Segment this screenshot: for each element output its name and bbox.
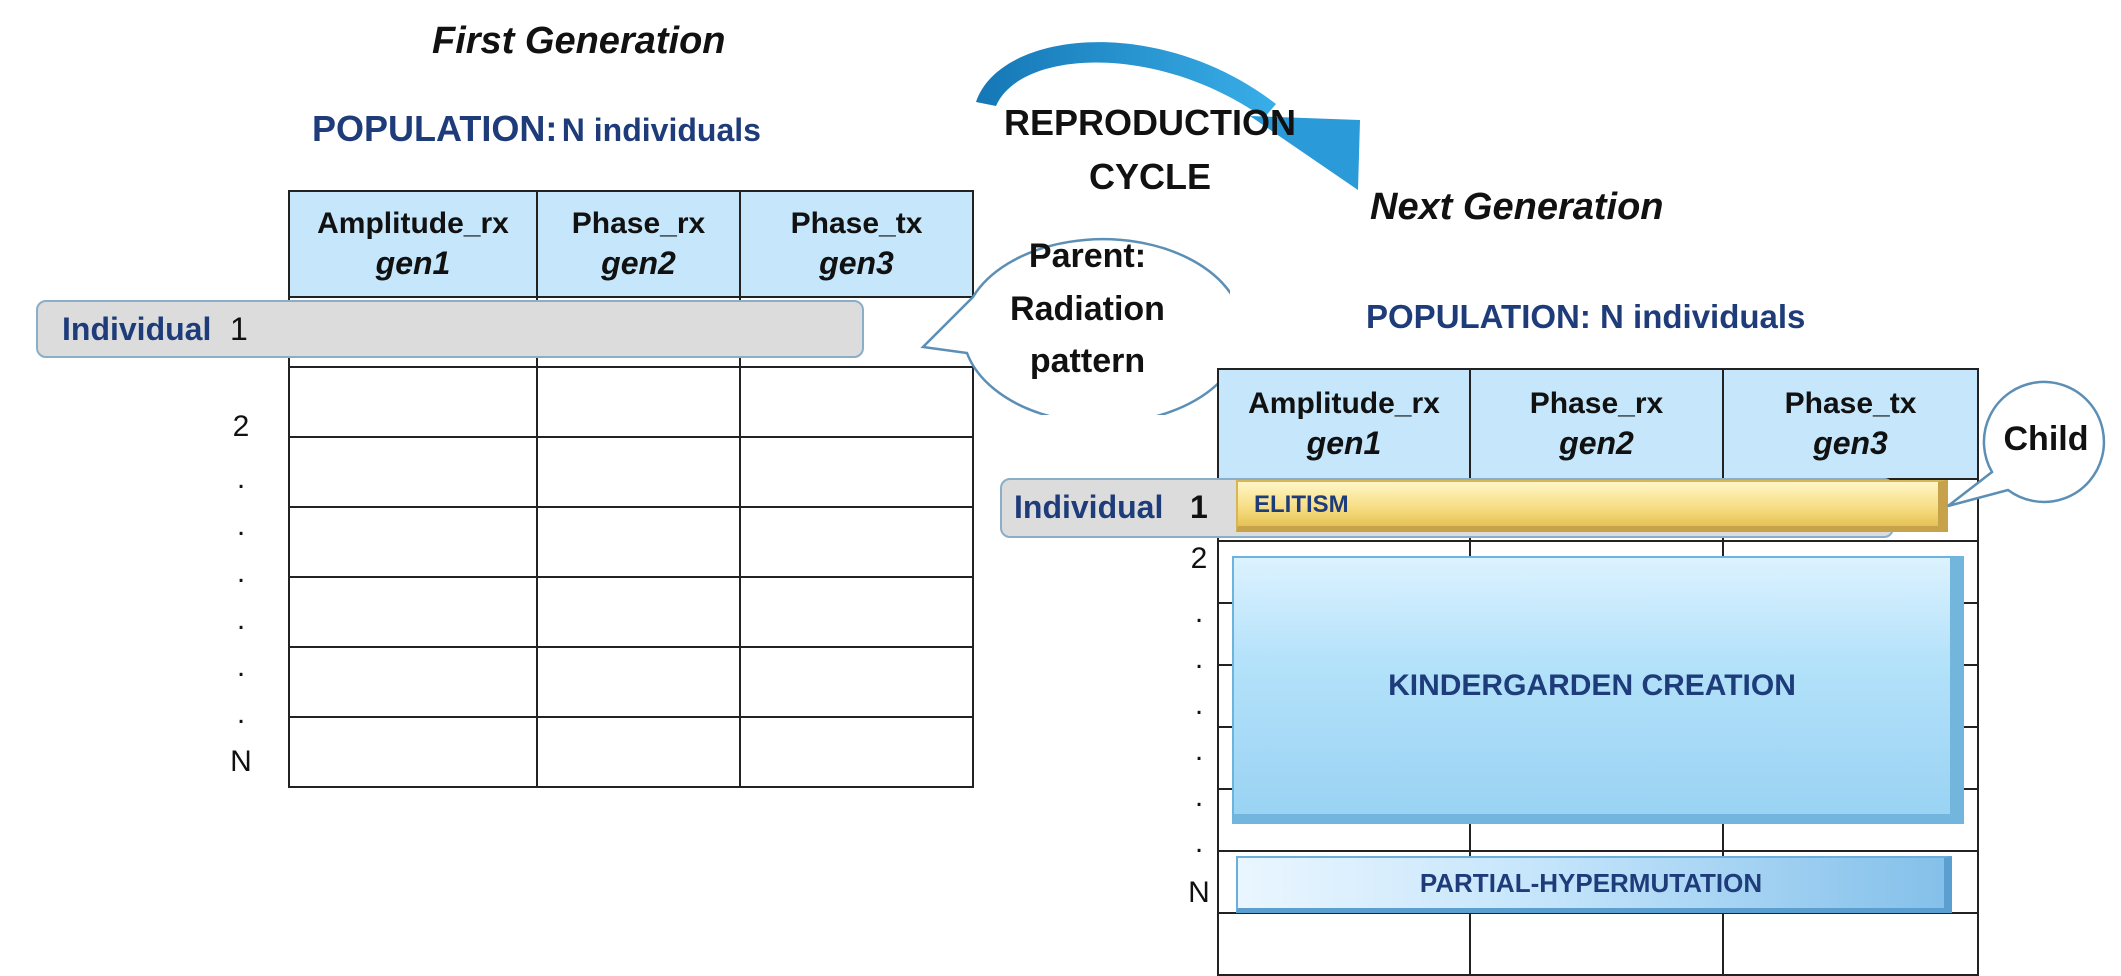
row-label: .	[236, 556, 246, 589]
row-label: 2	[232, 410, 250, 443]
parent-callout-line3: pattern	[1029, 342, 1146, 381]
row-label: N	[230, 745, 252, 778]
table-row	[288, 716, 974, 788]
table-row	[288, 646, 974, 718]
table-row	[288, 506, 974, 578]
kindergarden-label: KINDERGARDEN CREATION	[1388, 669, 1796, 702]
first-generation-title: First Generation	[432, 20, 726, 62]
row-label: .	[236, 650, 246, 683]
row-label: .	[1194, 826, 1204, 859]
table-row	[288, 436, 974, 508]
row-label: .	[1194, 780, 1204, 813]
row-label: .	[1194, 642, 1204, 675]
first-population-label: POPULATION: N individuals	[312, 108, 761, 150]
cycle-label-line2: CYCLE	[1088, 156, 1211, 197]
row-label-last: N	[1188, 876, 1210, 909]
child-callout-text: Child	[2003, 420, 2089, 458]
parent-callout-line2: Radiation	[1010, 289, 1165, 328]
table-row	[288, 576, 974, 648]
population-value: N individuals	[561, 112, 761, 148]
partial-hypermutation-bar: PARTIAL-HYPERMUTATION	[1236, 856, 1952, 913]
elitism-bar: ELITISM	[1236, 480, 1948, 532]
individual-number: 1	[1190, 489, 1208, 525]
row-label: .	[236, 462, 246, 495]
reproduction-cycle-label: REPRODUCTION CYCLE	[990, 96, 1310, 204]
parent-callout-text: Parent: Radiation pattern	[975, 230, 1200, 388]
first-individual-1-bar: Individual 1	[36, 300, 864, 358]
individual-label: Individual	[1014, 489, 1164, 525]
row-label: .	[1194, 596, 1204, 629]
hypermutation-label: PARTIAL-HYPERMUTATION	[1419, 867, 1763, 898]
individual-number: 1	[230, 311, 248, 347]
parent-callout-bubble	[920, 237, 1230, 415]
individual-label: Individual	[62, 311, 212, 347]
population-key: POPULATION:	[312, 108, 558, 149]
next-generation-title: Next Generation	[1370, 186, 1664, 228]
row-label: .	[1194, 688, 1204, 721]
row-label: .	[236, 509, 246, 542]
row-label: .	[1194, 734, 1204, 767]
kindergarden-creation-block: KINDERGARDEN CREATION	[1232, 556, 1964, 824]
row-label: 2	[1190, 542, 1208, 575]
table-row	[1217, 912, 1979, 976]
reproduction-arrow-icon	[976, 42, 1360, 190]
row-label: .	[236, 697, 246, 730]
table-row	[288, 366, 974, 438]
child-callout-bubble	[1947, 380, 2106, 508]
parent-callout-line1: Parent:	[1028, 237, 1147, 275]
elitism-label: ELITISM	[1254, 491, 1349, 518]
cycle-label-line1: REPRODUCTION	[1003, 102, 1296, 143]
row-label: .	[236, 603, 246, 636]
next-population-label: POPULATION: N individuals	[1366, 298, 1806, 335]
